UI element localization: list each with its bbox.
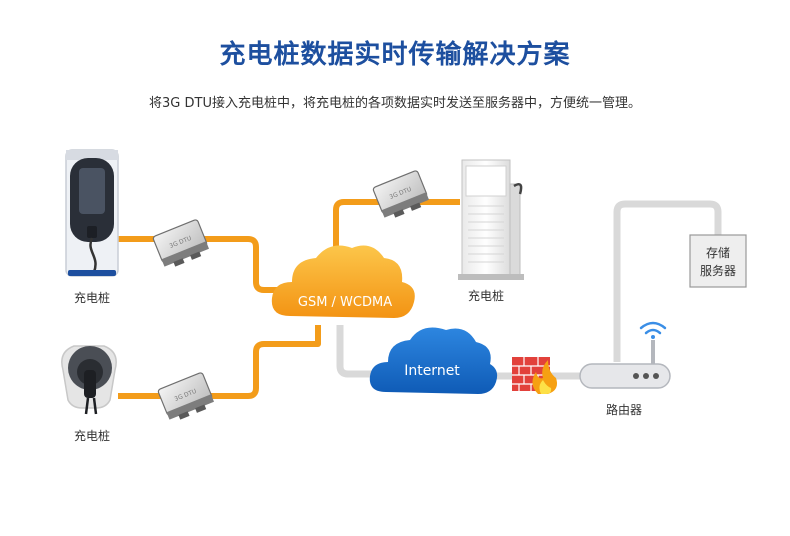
router-label: 路由器: [606, 402, 642, 417]
dtu-module-bottom: 3G DTU: [157, 372, 214, 420]
charger-pillar-icon: [458, 159, 524, 280]
charger-bottom-icon: [61, 345, 117, 415]
dtu-module-top: 3G DTU: [152, 219, 209, 267]
internet-cloud: [369, 327, 498, 394]
internet-label: Internet: [404, 363, 460, 379]
charger-top-icon: [65, 149, 119, 277]
wifi-icon: [639, 321, 667, 339]
page-subtitle: 将3G DTU接入充电桩中，将充电桩的各项数据实时发送至服务器中，方便统一管理。: [149, 96, 641, 111]
charger-pillar-label: 充电桩: [468, 288, 504, 303]
dtu-module-right: 3G DTU: [372, 170, 429, 218]
link-router-server: [613, 200, 722, 362]
storage-label-line2: 服务器: [700, 263, 736, 278]
charger-bottom-label: 充电桩: [74, 428, 110, 443]
link-gsm-pillar: [333, 199, 460, 260]
link-charger-top-gsm: [118, 236, 300, 293]
firewall-icon: [512, 357, 557, 394]
storage-server-box: [689, 234, 747, 288]
orange-links: [118, 199, 460, 399]
gsm-wcdma-cloud: [271, 245, 415, 318]
link-charger-bottom-gsm: [118, 325, 321, 399]
storage-label-line1: 存储: [706, 245, 730, 260]
router-icon: [579, 340, 671, 389]
page-title: 充电桩数据实时传输解决方案: [219, 40, 571, 70]
gsm-wcdma-label: GSM / WCDMA: [298, 295, 392, 310]
link-gsm-internet: [336, 325, 380, 378]
charger-top-label: 充电桩: [74, 290, 110, 305]
